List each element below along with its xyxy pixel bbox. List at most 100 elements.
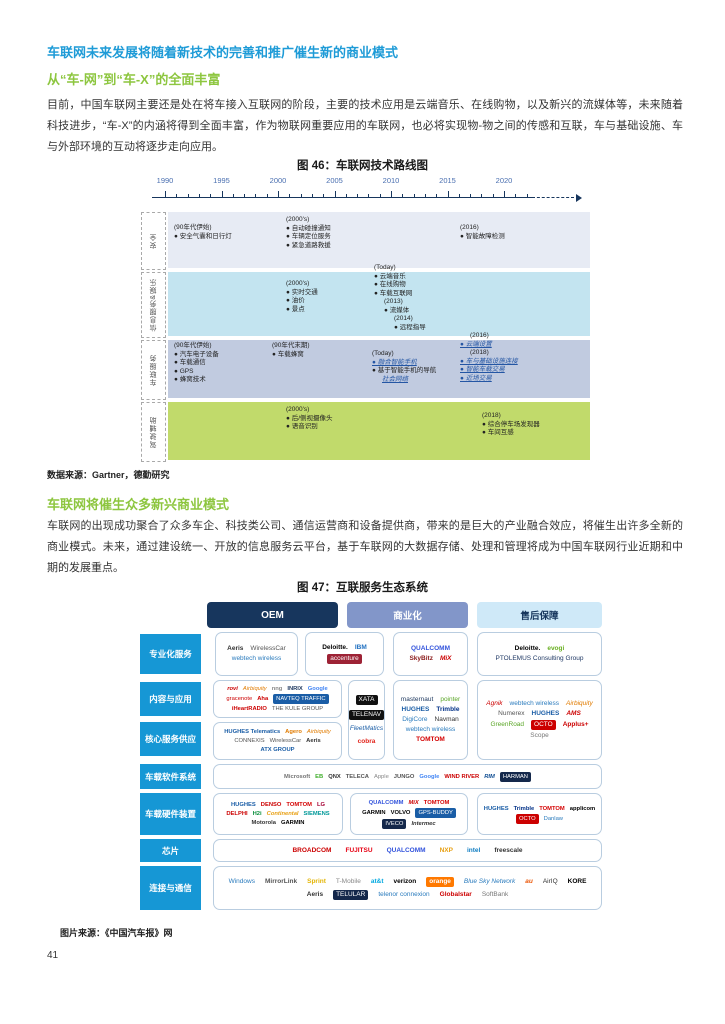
timeline-item: (2013) bbox=[384, 298, 403, 305]
paragraph-2: 车联网的出现成功聚合了众多车企、科技类公司、通信运营商和设备提供商，带来的是巨大… bbox=[47, 520, 683, 574]
logo-mirrorlink: MirrorLink bbox=[264, 877, 298, 885]
timeline-item: ● 智能故障检测 bbox=[460, 232, 505, 240]
logo-greenroad: GreenRoad bbox=[490, 721, 525, 728]
logo-tomtom: TOMTOM bbox=[423, 800, 450, 806]
timeline-minor-tick bbox=[176, 194, 178, 198]
logo-aeris: Aeris bbox=[306, 738, 321, 744]
timeline-item: (Today) bbox=[372, 350, 394, 357]
logo-harman: HARMAN bbox=[499, 771, 531, 782]
timeline-link-item[interactable]: 社会网络 bbox=[382, 375, 408, 383]
logo-aeris: Aeris bbox=[306, 890, 324, 898]
logo-agnik: Agnik bbox=[486, 700, 503, 707]
logo-aha: Aha bbox=[257, 696, 269, 702]
logo-google: Google bbox=[307, 686, 328, 692]
timeline-link-item[interactable]: ● 云端设置 bbox=[460, 340, 492, 348]
timeline-minor-tick bbox=[379, 194, 381, 198]
timeline-minor-tick bbox=[526, 194, 528, 198]
logo-lg: LG bbox=[316, 802, 326, 808]
logo-telenor-connexion: telenor connexion bbox=[378, 890, 430, 898]
row-label-core-services: 核心服务供应 bbox=[140, 722, 201, 756]
row-label-content-apps: 内容与应用 bbox=[140, 682, 201, 716]
logo-ibm: IBM bbox=[354, 644, 367, 651]
timeline-link-item[interactable]: ● 智能车载交易 bbox=[460, 366, 505, 373]
logo-telenav: TELENAV bbox=[349, 709, 384, 720]
paragraph-1: 目前，中国车联网主要还是处在将车接入互联网的阶段，主要的技术应用是云端音乐、在线… bbox=[47, 99, 683, 153]
timeline-item: ● GPS bbox=[174, 367, 194, 375]
logo-navteq-traffic: NAVTEQ TRAFFIC bbox=[273, 694, 329, 704]
logo-digicore: DigiCore bbox=[402, 716, 428, 723]
logo-sprint: Sprint bbox=[307, 877, 326, 885]
timeline-group: (2018)● 综合停车场发现器● 车间互感 bbox=[482, 412, 540, 438]
logo-garmin: GARMIN bbox=[362, 810, 386, 816]
logo-motorola: Motorola bbox=[251, 820, 276, 826]
logo-navman: Navman bbox=[434, 716, 459, 723]
timeline-minor-tick bbox=[470, 194, 472, 198]
timeline-item: (90年代伊始) bbox=[174, 342, 212, 349]
logo-tomtom: TOMTOM bbox=[286, 802, 312, 808]
timeline-item: ● 云端音乐 bbox=[374, 272, 406, 280]
timeline-item: ● 实时交通 bbox=[286, 288, 318, 296]
timeline-year-label: 2015 bbox=[439, 176, 456, 185]
logo-fleetmatics: FleetMatics bbox=[349, 724, 384, 732]
logo-fujitsu: FUJITSU bbox=[345, 846, 373, 854]
timeline-item: (2018) bbox=[470, 349, 489, 356]
logo-orange: orange bbox=[426, 876, 454, 887]
timeline-item: ● 车辆定位服务 bbox=[286, 233, 331, 240]
logo-deloitte-: Deloitte. bbox=[514, 645, 541, 652]
logo-airbiquity: Airbiquity bbox=[566, 700, 593, 707]
logo-webtech-wireless: webtech wireless bbox=[405, 726, 456, 733]
timeline-item: ● 车载互联网 bbox=[374, 289, 413, 297]
logo-tomtom: TOMTOM bbox=[416, 736, 445, 743]
logo-deloitte-: Deloitte. bbox=[322, 644, 348, 651]
timeline-link-item[interactable]: ● 近场交易 bbox=[460, 374, 492, 382]
timeline-year-label: 2020 bbox=[495, 176, 513, 185]
timeline-link-item[interactable]: ● 车与基础设施连接 bbox=[460, 357, 518, 365]
figure46-band-safety: (90年代伊始)● 安全气囊和日行灯(2000's)● 自动碰撞通知● 车辆定位… bbox=[168, 212, 590, 268]
logo-connexis: CONNEXIS bbox=[234, 738, 265, 744]
row-label-professional-services: 专业化服务 bbox=[140, 634, 201, 674]
logo-iveco: IVECO bbox=[382, 819, 407, 829]
logo-airiq: AirIQ bbox=[542, 877, 558, 885]
logo-mix: MiX bbox=[408, 800, 419, 806]
timeline-item: ● 车载蜂窝 bbox=[272, 350, 304, 358]
timeline-group: (Today)● 云端音乐● 在线购物● 车载互联网(2013)● 流媒体(20… bbox=[374, 264, 426, 332]
timeline-item: (2016) bbox=[460, 224, 479, 231]
logo-mix: MiX bbox=[439, 655, 452, 662]
logo-blue-sky-network: Blue Sky Network bbox=[463, 877, 516, 885]
logo-windows: Windows bbox=[228, 877, 255, 885]
logo-ptolemus-consulting-group: PTOLEMUS Consulting Group bbox=[495, 655, 584, 662]
logo-denso: DENSO bbox=[260, 802, 282, 808]
logo-qualcomm: QUALCOMM bbox=[386, 846, 426, 854]
logo-airbiquity: Airbiquity bbox=[242, 686, 267, 692]
logo-jungo: JUNGO bbox=[393, 773, 415, 780]
timeline-arrow-icon bbox=[576, 194, 582, 202]
timeline-item: (2000's) bbox=[286, 280, 310, 287]
logo-scope: Scope bbox=[530, 732, 549, 739]
logo-airbiquity: Airbiquity bbox=[306, 729, 331, 735]
logo-ams: AMS bbox=[566, 710, 581, 717]
logo-hughes: HUGHES bbox=[230, 802, 256, 808]
sub-heading: 从“车-网”到“车-X”的全面丰富 bbox=[47, 72, 221, 87]
logo-webtech-wireless: webtech wireless bbox=[509, 700, 560, 707]
logo-atx-group: ATX GROUP bbox=[260, 747, 295, 753]
timeline-minor-tick bbox=[289, 194, 291, 198]
logo-iheartradio: iHeartRADIO bbox=[231, 706, 267, 712]
logo-octo: OCTO bbox=[531, 720, 556, 730]
figure46-title: 图 46：车联网技术路线图 bbox=[297, 160, 428, 172]
timeline-group: (2016)● 云端设置(2018)● 车与基础设施连接● 智能车载交易● 近场… bbox=[460, 332, 518, 383]
logo-teleca: TELECA bbox=[345, 773, 369, 780]
timeline-year-label: 1995 bbox=[213, 176, 230, 185]
timeline-link-item[interactable]: ● 融合智能手机 bbox=[372, 358, 417, 366]
figure46-band-connected-services: (90年代伊始)● 汽车电子设备● 车载通信● GPS● 蜂窝技术(90年代末期… bbox=[168, 332, 590, 398]
timeline-year-label: 2010 bbox=[382, 176, 400, 185]
logo-nxp: NXP bbox=[439, 846, 453, 854]
page-number: 41 bbox=[47, 950, 59, 961]
figure46-source: 数据来源：Gartner，德勤研究 bbox=[47, 470, 170, 480]
logo-wind-river: WIND RIVER bbox=[444, 773, 480, 780]
